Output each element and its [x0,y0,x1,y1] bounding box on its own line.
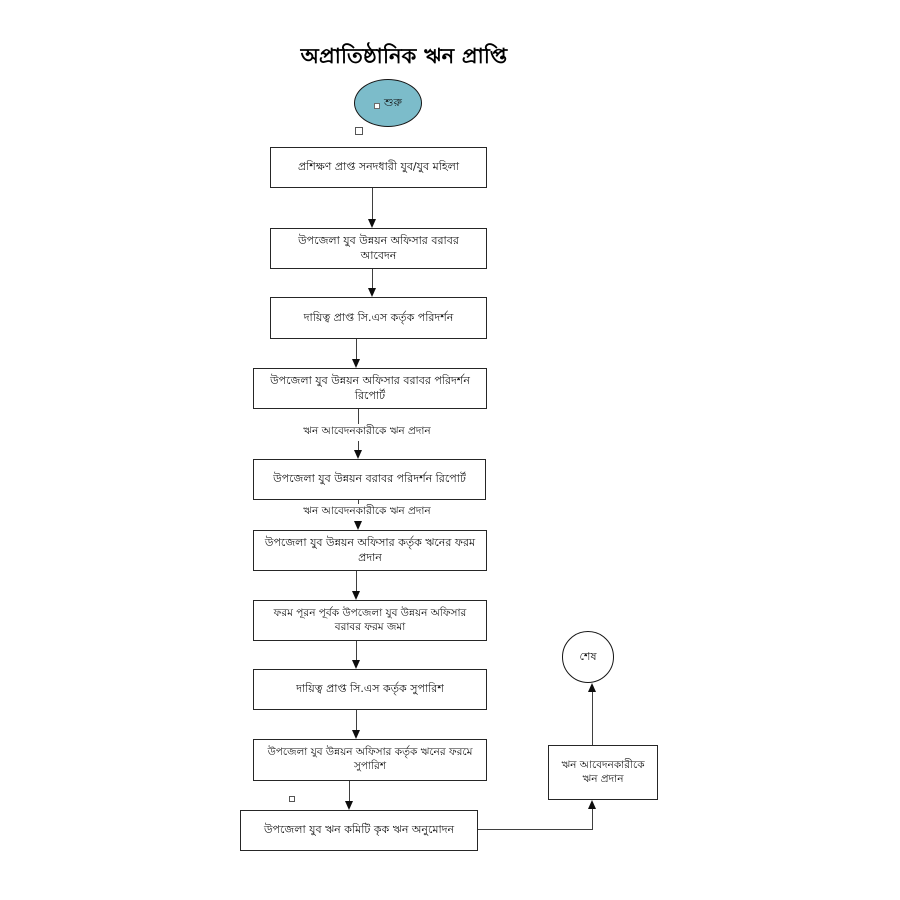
anchor-marker [289,796,295,802]
flow-node-label: উপজেলা যুব ঋন কমিটি কৃক ঋন অনুমোদন [263,823,455,837]
flow-node-label: উপজেলা যুব উন্নয়ন অফিসার বরাবর আবেদন [298,234,459,262]
arrowhead-down-icon [354,450,362,459]
edge-label-loan-disbursement: ঋন আবেদনকারীকে ঋন প্রদান [284,424,450,441]
edge-label-loan-disbursement: ঋন আবেদনকারীকে ঋন প্রদান [284,504,450,521]
flow-node-step-5: উপজেলা যুব উন্নয়ন বরাবর পরিদর্শন রিপোর্… [253,459,486,500]
anchor-marker [355,127,363,135]
arrowhead-down-icon [345,801,353,810]
start-node: শুরু [354,79,422,127]
flow-node-label: প্রশিক্ষণ প্রাপ্ত সনদধারী যুব/যুব মহিলা [297,160,460,174]
end-node-label: শেষ [579,649,597,663]
flow-node-label: উপজেলা যুব উন্নয়ন অফিসার কর্তৃক ঋনের ফর… [264,536,476,564]
flow-node-step-6: উপজেলা যুব উন্নয়ন অফিসার কর্তৃক ঋনের ফর… [253,530,487,571]
flow-node-step-9: উপজেলা যুব উন্নয়ন অফিসার কর্তৃক ঋনের ফর… [253,739,487,781]
arrowhead-down-icon [368,288,376,297]
flow-node-step-3: দায়িত্ব প্রাপ্ত সি.এস কর্তৃক পরিদর্শন [270,297,487,339]
flow-node-step-2: উপজেলা যুব উন্নয়ন অফিসার বরাবর আবেদন [270,228,487,269]
flow-node-approval: উপজেলা যুব ঋন কমিটি কৃক ঋন অনুমোদন [240,810,478,851]
flow-node-label: দায়িত্ব প্রাপ্ত সি.এস কর্তৃক সুপারিশ [296,682,444,696]
connector-line [592,807,593,830]
arrowhead-down-icon [352,359,360,368]
connector-line [356,339,357,360]
page-title: অপ্রাতিষ্ঠানিক ঋন প্রাপ্তি [300,44,508,68]
arrowhead-down-icon [352,730,360,739]
connector-line [592,690,593,745]
flow-node-step-8: দায়িত্ব প্রাপ্ত সি.এস কর্তৃক সুপারিশ [253,669,487,710]
flow-node-label: ঋন আবেদনকারীকে ঋন প্রদান [561,758,645,785]
flow-node-label: উপজেলা যুব উন্নয়ন বরাবর পরিদর্শন রিপোর্… [273,472,466,486]
flow-node-label: দায়িত্ব প্রাপ্ত সি.এস কর্তৃক পরিদর্শন [303,310,454,324]
connector-line [372,188,373,220]
arrowhead-down-icon [354,521,362,530]
connector-line [356,571,357,591]
connector-line [372,269,373,289]
flow-node-disbursement: ঋন আবেদনকারীকে ঋন প্রদান [548,745,658,800]
arrowhead-down-icon [368,219,376,228]
flow-node-step-7: ফরম পূরন পূর্বক উপজেলা যুব উন্নয়ন অফিসা… [253,600,487,641]
flow-node-step-1: প্রশিক্ষণ প্রাপ্ত সনদধারী যুব/যুব মহিলা [270,147,487,188]
connector-line [356,641,357,660]
start-node-label: শুরু [384,95,402,109]
arrowhead-down-icon [352,591,360,600]
end-node: শেষ [562,631,614,683]
connector-line [349,781,350,801]
arrowhead-up-icon [588,800,596,809]
flow-node-label: উপজেলা যুব উন্নয়ন অফিসার বরাবর পরিদর্শন… [270,374,470,402]
flow-node-step-4: উপজেলা যুব উন্নয়ন অফিসার বরাবর পরিদর্শন… [253,368,487,409]
arrowhead-up-icon [588,683,596,692]
connector-line [356,710,357,730]
flow-node-label: ফরম পূরন পূর্বক উপজেলা যুব উন্নয়ন অফিসা… [273,606,467,633]
arrowhead-down-icon [352,660,360,669]
flow-node-label: উপজেলা যুব উন্নয়ন অফিসার কর্তৃক ঋনের ফর… [267,746,473,772]
bullet-square-icon [374,103,381,109]
connector-line [478,829,593,830]
